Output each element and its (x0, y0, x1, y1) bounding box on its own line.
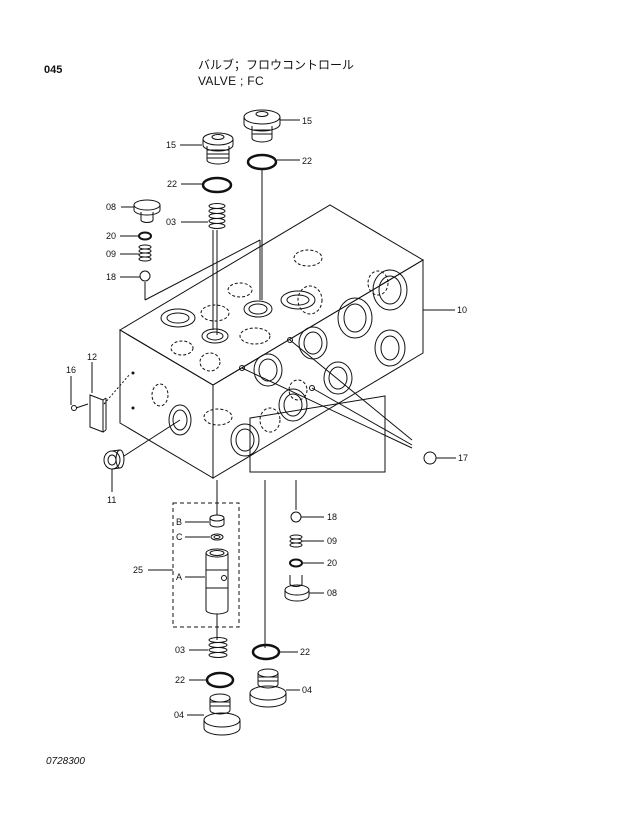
label-20-upper: 20 (106, 231, 116, 241)
spring-09-lower (289, 534, 303, 548)
title-english: VALVE ; FC (198, 74, 264, 88)
plug-11 (103, 419, 181, 470)
assembly-25-box (172, 502, 240, 628)
front-face-ports (151, 383, 233, 436)
label-04-right: 04 (302, 685, 312, 695)
plug-15-left (202, 132, 234, 165)
o-ring-22-right (246, 153, 278, 171)
screw-16 (71, 403, 89, 411)
label-09-lower: 09 (327, 536, 337, 546)
plug-08-upper (133, 199, 161, 223)
label-B: B (176, 517, 182, 527)
o-ring-22-left (201, 176, 233, 194)
plate-12 (89, 394, 107, 433)
label-10: 10 (457, 305, 467, 315)
o-ring-20-upper (138, 231, 152, 241)
o-ring-22-lower-left (205, 671, 235, 689)
label-25: 25 (133, 565, 143, 575)
part-C (210, 533, 224, 541)
ball-17 (423, 451, 437, 465)
plug-04-left (203, 693, 241, 736)
spring-03-lower (208, 637, 228, 658)
label-11: 11 (107, 495, 116, 505)
top-face-ports (160, 249, 389, 372)
plug-08-lower (284, 575, 310, 602)
valve-body (119, 204, 424, 479)
label-C: C (176, 532, 183, 542)
plug-15-right (243, 109, 281, 143)
label-15-left: 15 (166, 140, 176, 150)
spring-03-upper (208, 203, 226, 229)
label-22-lower-left: 22 (175, 675, 185, 685)
drawing-number: 0728300 (46, 756, 85, 767)
right-face-ports (230, 269, 408, 457)
ball-18-lower (290, 511, 302, 523)
o-ring-20-lower (289, 558, 303, 568)
spring-09-upper (138, 244, 152, 262)
callout-labels: 15 22 15 22 08 03 20 09 18 10 12 16 17 1… (66, 116, 468, 720)
label-03-upper: 03 (166, 217, 176, 227)
title-japanese: バルブ；フロウコントロール (198, 58, 355, 72)
label-12: 12 (87, 352, 97, 362)
label-15-right: 15 (302, 116, 312, 126)
label-A: A (176, 572, 182, 582)
part-B (209, 514, 225, 528)
label-22-left: 22 (167, 179, 177, 189)
part-A-spool (205, 548, 229, 615)
plug-04-right (249, 668, 287, 708)
label-20-lower: 20 (327, 558, 337, 568)
ball-18-upper (139, 270, 151, 282)
o-ring-22-lower-right (251, 643, 281, 661)
leader-lines (70, 119, 456, 716)
label-04-left: 04 (174, 710, 184, 720)
label-09-upper: 09 (106, 249, 116, 259)
label-18-upper: 18 (106, 272, 116, 282)
label-22-right: 22 (302, 156, 312, 166)
label-18-lower: 18 (327, 512, 337, 522)
pin-lines (239, 337, 413, 473)
page-code: 045 (44, 64, 63, 76)
label-22-lower-right: 22 (300, 647, 310, 657)
label-03-lower: 03 (175, 645, 185, 655)
label-08-upper: 08 (106, 202, 116, 212)
label-08-lower: 08 (327, 588, 337, 598)
label-16: 16 (66, 365, 76, 375)
label-17: 17 (458, 453, 468, 463)
